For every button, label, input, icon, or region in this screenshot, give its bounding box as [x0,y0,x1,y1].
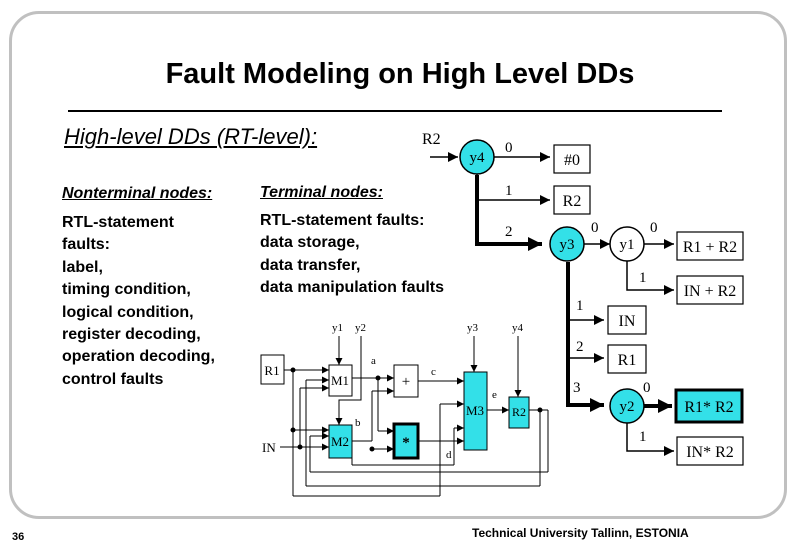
edge-label: 2 [576,339,584,355]
list-item: timing condition, [62,281,191,299]
edge-y3-2 [567,320,604,363]
terminal-in-plus-r2 [676,275,744,305]
list-item: register decoding, [62,326,201,344]
signal-label: c [431,366,436,378]
list-item: data storage, [260,234,360,252]
signal-label: b [355,417,361,429]
mux-m3-label: M3 [466,403,484,418]
dd-input-label: R2 [422,131,441,148]
node-y1-label: y1 [620,237,635,253]
signal-label: e [492,389,497,401]
title-divider [68,110,722,112]
footer-organization: Technical University Tallinn, ESTONIA [472,526,689,540]
multiplier-block [392,422,420,460]
edge-y3-3 [566,262,604,412]
edge-label: 0 [650,220,658,236]
list-item: control faults [62,370,164,388]
page-number: 36 [12,531,25,543]
edge-y2-1 [626,423,674,456]
subtitle-text: High-level DDs (RT-level) [64,124,311,149]
list-item: operation decoding, [62,348,215,366]
terminal-in-plus-r2-label: IN + R2 [684,283,737,300]
register-r2-label: R2 [512,405,526,419]
mux-m1-label: M1 [331,373,349,388]
edge-y3-1 [567,262,604,325]
control-label: y4 [512,322,524,334]
list-item: faults: [62,236,110,254]
subtitle: High-level DDs (RT-level): [64,124,317,150]
nonterminal-list: RTL-statement faults: label, timing cond… [62,212,215,391]
terminal-in-times-r2 [676,436,744,466]
terminal-in [607,305,647,335]
control-label: y3 [467,322,479,334]
edge-y4-1 [476,173,550,205]
terminal-r1-label: R1 [618,352,637,369]
terminal-r1-plus-r2-label: R1 + R2 [683,239,737,256]
node-y3 [549,226,585,262]
node-y3-label: y3 [560,237,575,253]
signal-label: a [371,355,376,367]
node-y2 [609,388,645,424]
terminal-in-times-r2-label: IN* R2 [686,444,734,461]
slide-title: Fault Modeling on High Level DDs [165,58,635,90]
signal-label: d [446,449,452,461]
mux-m2-label: M2 [331,434,349,449]
list-item: data manipulation faults [260,279,445,297]
node-y1 [609,226,645,262]
mux-m3 [463,371,488,451]
register-r2 [508,396,530,429]
edge-label: 0 [505,140,513,156]
edge-y1-1 [626,261,674,295]
terminal-heading: Terminal nodes: [260,184,383,201]
list-item: RTL-statement [62,214,175,231]
edge-label: 3 [573,380,581,396]
multiplier-label: * [402,435,410,451]
terminal-r1 [607,344,647,374]
terminal-r2-label: R2 [563,193,582,210]
node-y4-label: y4 [470,150,486,166]
node-y2-label: y2 [620,399,635,415]
terminal-list: RTL-statement faults: data storage, data… [260,210,444,300]
edge-label: 1 [576,298,584,314]
list-item: data transfer, [260,256,361,274]
terminal-zero-label: #0 [564,152,580,169]
subtitle-colon: : [310,124,318,149]
adder-label: + [402,374,410,390]
slide-frame [9,11,787,519]
register-r1-label: R1 [264,363,279,378]
terminal-r1-plus-r2 [676,231,744,261]
edge-label: 0 [643,380,651,396]
terminal-in-label: IN [619,313,636,330]
terminal-r1-times-r2-label: R1* R2 [684,399,733,416]
node-y4 [459,139,495,175]
nonterminal-heading: Nonterminal nodes: [62,185,213,202]
control-label: y2 [355,322,366,334]
edge-label: 1 [639,270,647,286]
list-item: logical condition, [62,303,194,321]
terminal-zero [553,144,591,174]
rtl-circuit: y1 y2 y3 y4 a b c d e R1 M1 M2 + * M3 R2… [260,322,549,497]
edge-label: 0 [591,220,599,236]
edge-label: 1 [639,429,647,445]
terminal-r2 [553,185,591,215]
terminal-r1-times-r2 [674,388,744,424]
decision-diagram: R2 0 1 2 0 1 2 3 0 1 0 1 y4 y3 [422,131,744,466]
control-wire [335,336,362,425]
list-item: RTL-statement faults: [260,212,425,229]
edge-y4-2 [475,175,542,251]
edge-label: 1 [505,183,513,199]
list-item: label, [62,258,103,276]
input-in-label: IN [262,440,276,455]
edge-label: 2 [505,224,513,240]
control-label: y1 [332,322,343,334]
adder-block [393,364,419,398]
